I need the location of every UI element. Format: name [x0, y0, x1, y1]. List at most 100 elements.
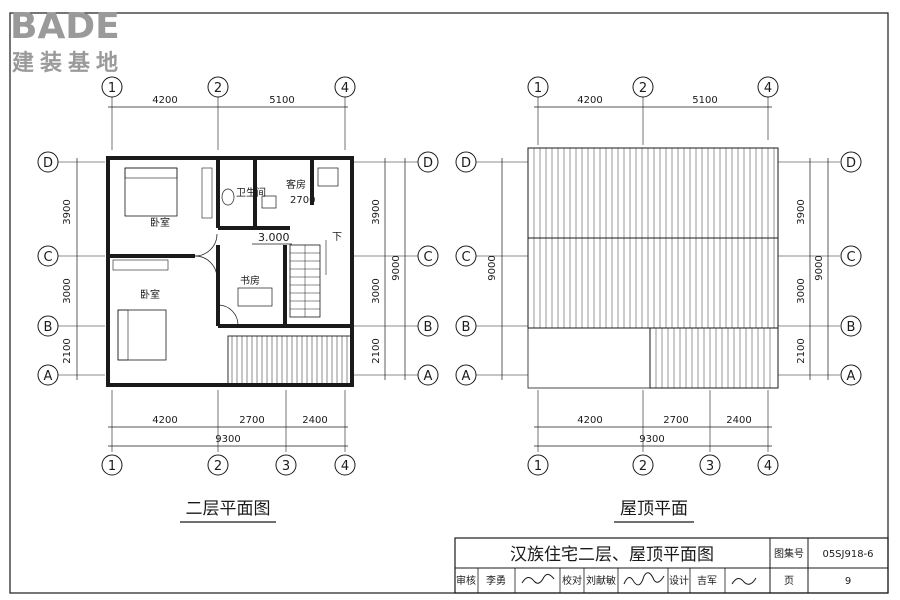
axis-label: 4 — [764, 81, 772, 96]
axis-bubble-right-B — [417, 315, 439, 337]
axis-label: 4 — [764, 459, 772, 474]
axis-label: D — [43, 156, 53, 171]
room-label-guest-room: 客房 — [286, 178, 306, 191]
axis-label: A — [462, 369, 471, 384]
dimension-text: 2400 — [726, 415, 751, 426]
atlas-number-label: 图集号 — [774, 547, 804, 560]
axis-bubble-bottom-1 — [527, 454, 549, 476]
dimension-text: 2100 — [62, 338, 73, 363]
drawing-title: 汉族住宅二层、屋顶平面图 — [510, 545, 714, 565]
axis-bubble-bottom-3 — [275, 454, 297, 476]
axis-label: 3 — [706, 459, 714, 474]
axis-label: 4 — [341, 459, 349, 474]
axis-label: B — [424, 320, 433, 335]
exterior-walls — [106, 156, 354, 387]
dimension-text: 2700 — [290, 195, 315, 206]
brand-logo: BADE — [10, 6, 120, 47]
dimension-total: 9000 — [814, 255, 825, 280]
axis-bubble-right-C — [840, 245, 862, 267]
reviewer-signature — [521, 573, 555, 584]
axis-label: B — [462, 320, 471, 335]
door-swing — [194, 233, 218, 257]
roof-terrace — [527, 327, 651, 389]
roof-tile-hatch — [655, 328, 771, 388]
dimension-text: 2100 — [371, 338, 382, 363]
elevation-label: 3.000 — [258, 231, 290, 244]
axis-label: 1 — [534, 81, 542, 96]
dimension-text: 4200 — [152, 95, 177, 106]
dimension-total: 9000 — [391, 255, 402, 280]
axis-bubble-right-C — [417, 245, 439, 267]
dimension-text: 2100 — [796, 338, 807, 363]
axis-bubble-bottom-3 — [699, 454, 721, 476]
checker-name: 刘献敏 — [586, 574, 616, 587]
stair-direction-label: 下 — [332, 232, 342, 243]
atlas-number: 05SJ918-6 — [822, 549, 873, 560]
axis-bubble-right-A — [417, 364, 439, 386]
roof-slope-lower — [649, 327, 779, 389]
bed-headboard — [124, 167, 178, 179]
axis-bubble-bottom-2 — [207, 454, 229, 476]
dimension-text: 3900 — [796, 199, 807, 224]
wardrobe-symbol — [201, 167, 213, 219]
axis-label: C — [846, 250, 855, 265]
dimension-total: 9300 — [639, 434, 664, 445]
axis-bubble-bottom-1 — [101, 454, 123, 476]
roof-tile-hatch — [533, 148, 775, 238]
axis-label: D — [423, 156, 433, 171]
review-label: 审核 — [456, 574, 476, 587]
axis-bubble-bottom-4 — [334, 454, 356, 476]
staircase — [289, 244, 321, 318]
axis-label: 2 — [214, 81, 222, 96]
axis-label: C — [461, 250, 470, 265]
axis-label: 1 — [534, 459, 542, 474]
dimension-text: 5100 — [269, 95, 294, 106]
designer-signature — [731, 577, 757, 585]
desk-symbol — [237, 287, 273, 307]
room-label-bathroom: 卫生间 — [236, 186, 266, 199]
axis-bubble-bottom-2 — [632, 454, 654, 476]
page-label: 页 — [784, 575, 794, 587]
bed-symbol — [117, 309, 167, 361]
room-label-bedroom: 卧室 — [140, 288, 160, 301]
axis-bubble-right-B — [840, 315, 862, 337]
dimension-text: 3000 — [62, 278, 73, 303]
bed-headboard — [117, 309, 129, 361]
design-label: 设计 — [669, 574, 689, 587]
axis-label: 1 — [108, 81, 116, 96]
axis-bubble-right-D — [417, 151, 439, 173]
door-swing — [194, 255, 218, 279]
axis-label: 2 — [639, 459, 647, 474]
axis-label: 2 — [214, 459, 222, 474]
dimension-text: 4200 — [152, 415, 177, 426]
roof-tile-hatch — [533, 238, 775, 328]
dimension-total: 9000 — [487, 255, 498, 280]
designer-name: 吉军 — [697, 575, 717, 587]
checker-signature — [623, 572, 665, 586]
axis-label: 1 — [108, 459, 116, 474]
roof-slope-middle — [527, 237, 779, 329]
dimension-text: 3900 — [62, 199, 73, 224]
sheet-border — [9, 12, 889, 594]
axis-label: D — [846, 156, 856, 171]
axis-label: 3 — [282, 459, 290, 474]
plan-caption: 屋顶平面 — [620, 499, 688, 519]
dimension-text: 2700 — [663, 415, 688, 426]
axis-label: A — [44, 369, 53, 384]
axis-label: A — [424, 369, 433, 384]
plan-caption: 二层平面图 — [186, 499, 271, 519]
axis-bubble-right-A — [840, 364, 862, 386]
axis-label: C — [423, 250, 432, 265]
guest-bed-symbol — [317, 167, 339, 187]
axis-label: B — [847, 320, 856, 335]
dimension-text: 2700 — [239, 415, 264, 426]
axis-label: D — [461, 156, 471, 171]
axis-label: A — [847, 369, 856, 384]
axis-label: 2 — [639, 81, 647, 96]
dimension-text: 4200 — [577, 95, 602, 106]
dimension-text: 2400 — [302, 415, 327, 426]
room-label-study: 书房 — [240, 274, 260, 287]
toilet-symbol — [221, 188, 235, 206]
dimension-total: 9300 — [215, 434, 240, 445]
